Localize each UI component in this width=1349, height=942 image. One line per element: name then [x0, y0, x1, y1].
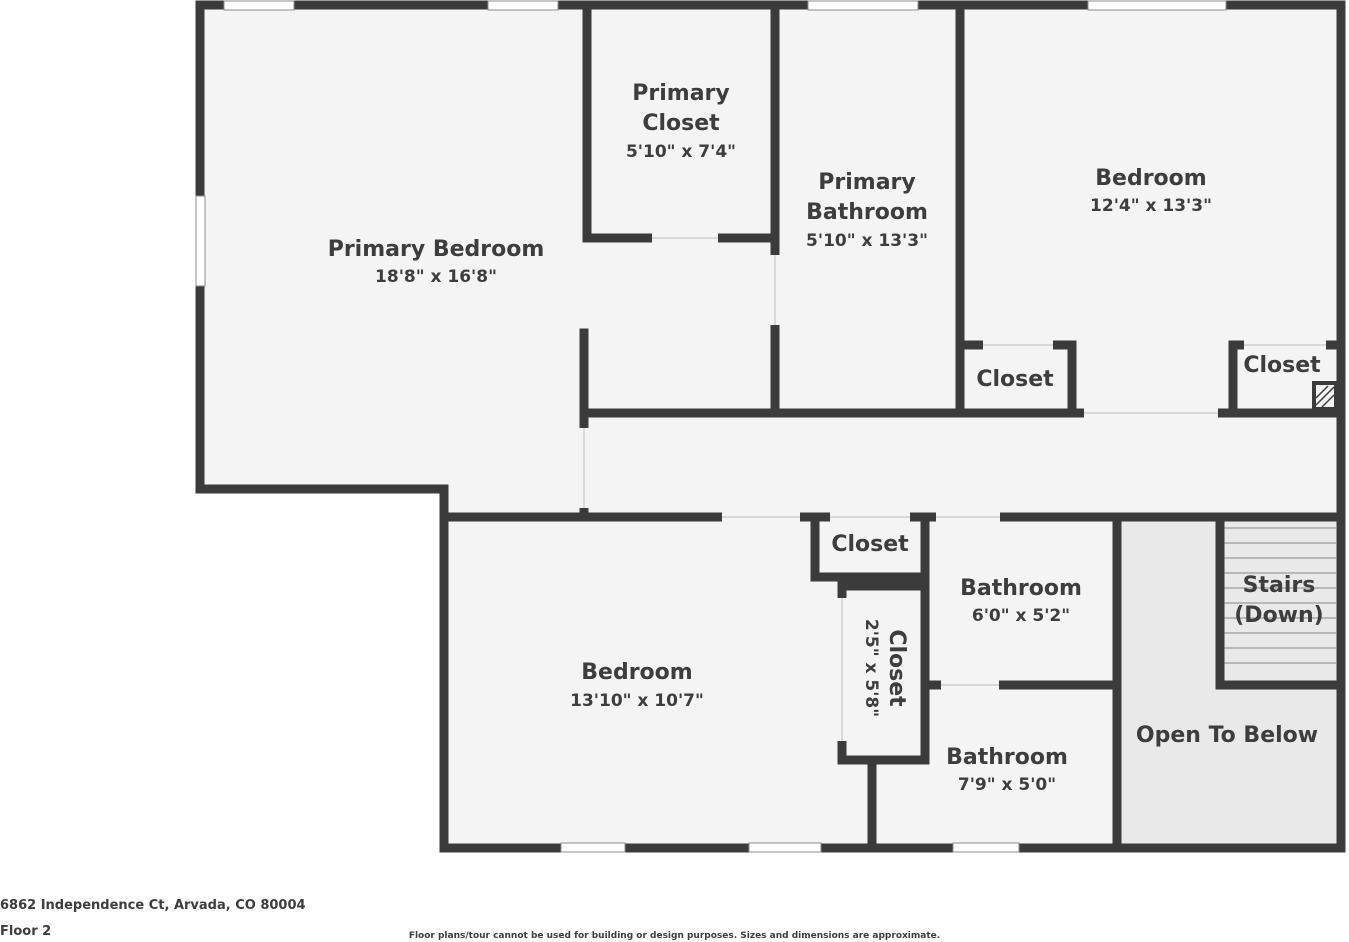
room-name-bedroom-sw: Bedroom	[581, 660, 692, 685]
room-dims-bedroom-sw: 13'10" x 10'7"	[570, 691, 704, 711]
windows	[195, 0, 1227, 853]
stairs-steps	[1224, 527, 1336, 664]
room-name-bathroom-lower: Bathroom	[946, 745, 1068, 770]
room-name-closet-sw: Closet	[884, 629, 909, 707]
room-name-stairs: Stairs(Down)	[1234, 573, 1323, 628]
room-dims-closet-sw: 2'5" x 5'8"	[861, 619, 881, 717]
floor-fill	[200, 5, 1341, 848]
room-name-primary-bedroom: Primary Bedroom	[328, 237, 545, 262]
shaft-hatch	[1312, 381, 1338, 411]
room-name-closet-ne-right: Closet	[1243, 353, 1321, 378]
room-name-closet-ne-left: Closet	[976, 367, 1054, 392]
room-dims-primary-bathroom: 5'10" x 13'3"	[806, 231, 928, 251]
room-dims-primary-closet: 5'10" x 7'4"	[626, 142, 736, 162]
room-name-bedroom-ne: Bedroom	[1095, 166, 1206, 191]
property-address: 6862 Independence Ct, Arvada, CO 80004	[0, 898, 306, 913]
disclaimer: Floor plans/tour cannot be used for buil…	[408, 931, 941, 941]
floor-label: Floor 2	[0, 924, 52, 939]
door-opening-edges	[583, 237, 1326, 741]
room-name-closet-hall: Closet	[831, 532, 909, 557]
room-dims-primary-bedroom: 18'8" x 16'8"	[375, 267, 497, 287]
room-dims-bathroom-lower: 7'9" x 5'0"	[958, 775, 1056, 795]
room-dims-bedroom-ne: 12'4" x 13'3"	[1090, 196, 1212, 216]
room-dims-bathroom-upper: 6'0" x 5'2"	[972, 606, 1070, 626]
room-name-bathroom-upper: Bathroom	[960, 576, 1082, 601]
room-name-open-to-below: Open To Below	[1136, 723, 1318, 748]
